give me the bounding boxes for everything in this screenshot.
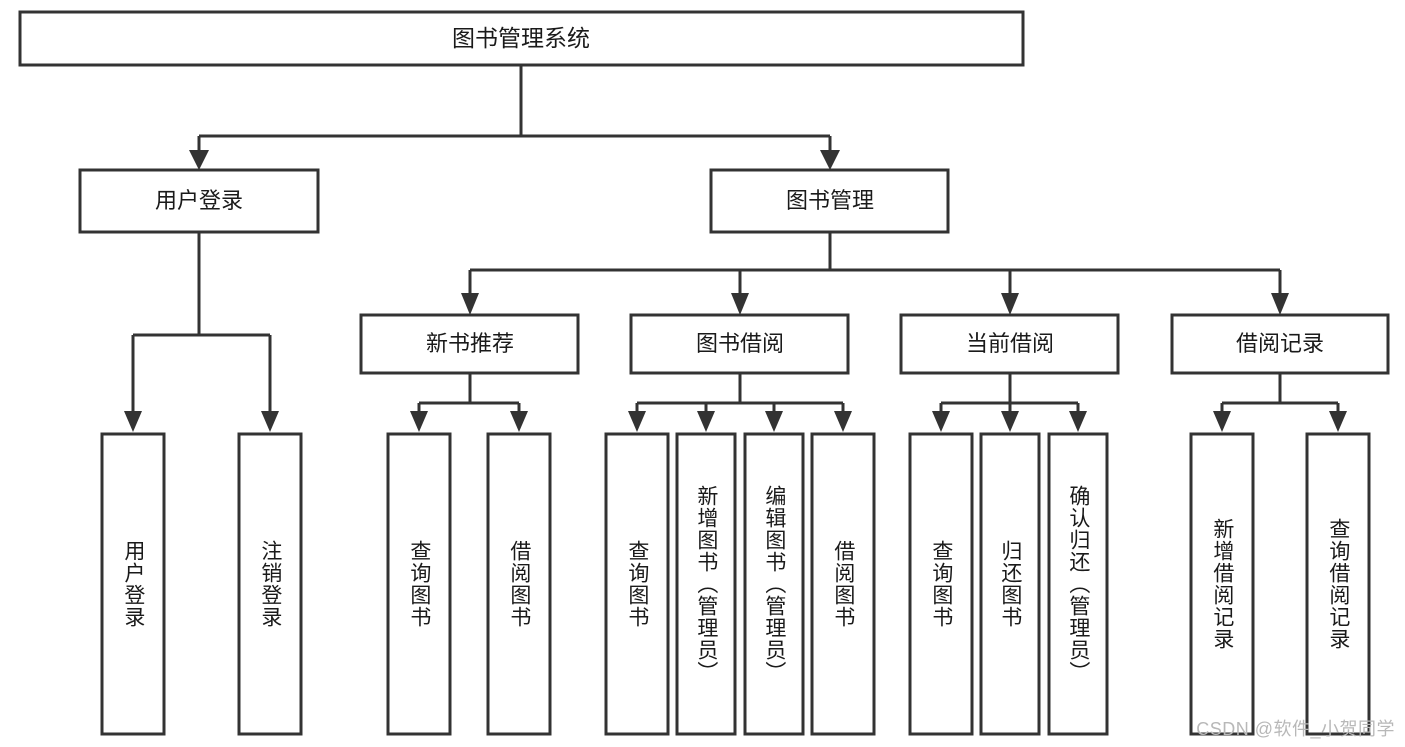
arrowhead-leaf-add-record bbox=[1213, 411, 1231, 432]
node-leaf-user-logout-box[interactable] bbox=[237, 432, 303, 736]
node-new-book-recommend-label: 新书推荐 bbox=[426, 331, 514, 356]
leaf-box-layer bbox=[100, 432, 1371, 736]
arrowhead-leaf-confirm-return bbox=[1069, 411, 1087, 432]
arrowhead-new-book-recommend bbox=[461, 293, 479, 315]
arrowhead-leaf-query-book-2 bbox=[628, 411, 646, 432]
arrowhead-leaf-borrow-book-1 bbox=[510, 411, 528, 432]
arrowhead-leaf-return-book bbox=[1001, 411, 1019, 432]
node-new-book-recommend[interactable]: 新书推荐 bbox=[359, 313, 580, 375]
node-root-label: 图书管理系统 bbox=[452, 25, 590, 51]
arrowhead-leaf-add-book bbox=[697, 411, 715, 432]
node-leaf-add-record-box[interactable] bbox=[1189, 432, 1255, 736]
node-book-management-label: 图书管理 bbox=[786, 188, 874, 213]
node-leaf-confirm-return-box[interactable] bbox=[1047, 432, 1109, 736]
node-borrow-record[interactable]: 借阅记录 bbox=[1170, 313, 1390, 375]
node-user-login-box bbox=[78, 168, 320, 234]
node-current-borrow-box bbox=[899, 313, 1120, 375]
arrowhead-leaf-user-login bbox=[124, 411, 142, 432]
node-borrow-record-box bbox=[1170, 313, 1390, 375]
node-user-login-label: 用户登录 bbox=[155, 188, 243, 213]
arrowhead-leaf-query-book-3 bbox=[932, 411, 950, 432]
node-leaf-borrow-book-2-box[interactable] bbox=[810, 432, 876, 736]
node-user-login[interactable]: 用户登录 bbox=[78, 168, 320, 234]
node-leaf-query-book-2-box[interactable] bbox=[604, 432, 670, 736]
node-leaf-return-book-box[interactable] bbox=[979, 432, 1041, 736]
node-book-management[interactable]: 图书管理 bbox=[709, 168, 950, 234]
arrowhead-leaf-query-book-1 bbox=[410, 411, 428, 432]
node-book-borrow-label: 图书借阅 bbox=[696, 331, 784, 356]
arrowhead-user-login bbox=[189, 150, 209, 170]
node-current-borrow[interactable]: 当前借阅 bbox=[899, 313, 1120, 375]
node-new-book-recommend-box bbox=[359, 313, 580, 375]
node-leaf-borrow-book-1-box[interactable] bbox=[486, 432, 552, 736]
node-borrow-record-label: 借阅记录 bbox=[1236, 331, 1324, 356]
node-current-borrow-label: 当前借阅 bbox=[966, 331, 1054, 356]
arrowhead-book-borrow bbox=[731, 293, 749, 315]
node-leaf-query-book-1-box[interactable] bbox=[386, 432, 452, 736]
arrowhead-leaf-edit-book bbox=[765, 411, 783, 432]
connector-layer bbox=[124, 65, 1347, 432]
arrowhead-current-borrow bbox=[1001, 293, 1019, 315]
node-root[interactable]: 图书管理系统 bbox=[18, 10, 1025, 67]
node-leaf-edit-book-box[interactable] bbox=[743, 432, 805, 736]
node-leaf-add-book-box[interactable] bbox=[675, 432, 737, 736]
arrowhead-leaf-user-logout bbox=[261, 411, 279, 432]
node-book-borrow[interactable]: 图书借阅 bbox=[629, 313, 850, 375]
node-leaf-query-book-3-box[interactable] bbox=[908, 432, 974, 736]
csdn-watermark: CSDN @软件_小贺同学 bbox=[1196, 719, 1395, 739]
node-book-borrow-box bbox=[629, 313, 850, 375]
node-leaf-user-login-box[interactable] bbox=[100, 432, 166, 736]
arrowhead-leaf-query-record bbox=[1329, 411, 1347, 432]
node-leaf-query-record-box[interactable] bbox=[1305, 432, 1371, 736]
arrowhead-leaf-borrow-book-2 bbox=[834, 411, 852, 432]
node-root-box bbox=[18, 10, 1025, 67]
node-book-management-box bbox=[709, 168, 950, 234]
arrowhead-book-management bbox=[820, 150, 840, 170]
arrowhead-borrow-record bbox=[1271, 293, 1289, 315]
